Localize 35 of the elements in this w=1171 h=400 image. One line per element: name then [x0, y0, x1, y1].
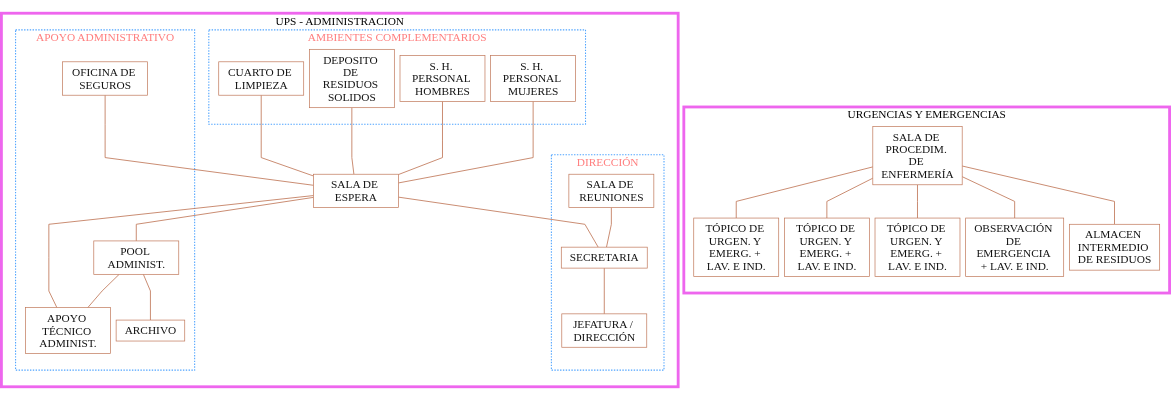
node-box: ARCHIVO: [115, 319, 186, 342]
node-box: OFICINA DE SEGUROS: [62, 61, 148, 96]
connector: [135, 196, 314, 242]
node-box: CUARTO DE LIMPIEZA: [218, 61, 305, 96]
node-box: OBSERVACIÓN DE EMERGENCIA + LAV. E IND.: [965, 217, 1065, 277]
connector: [961, 176, 1016, 219]
node-box: S. H. PERSONAL MUJERES: [490, 55, 576, 102]
connector: [142, 273, 151, 321]
node-box: SALA DE PROCEDIM. DE ENFERMERÍA: [872, 126, 963, 186]
connector: [351, 107, 355, 175]
node-box: ALMACEN INTERMEDIO DE RESIDUOS: [1069, 223, 1161, 271]
connector: [398, 196, 599, 248]
connector: [603, 267, 605, 315]
node-box: S. H. PERSONAL HOMBRES: [399, 55, 486, 102]
node-box: JEFATURA / DIRECCIÓN: [561, 313, 648, 348]
connector: [48, 195, 314, 309]
node-box: SALA DE ESPERA: [313, 173, 399, 208]
connector: [917, 184, 918, 219]
connector: [735, 166, 874, 219]
node-box: TÓPICO DE URGEN. Y EMERG. + LAV. E IND.: [693, 217, 780, 277]
connector: [104, 94, 314, 186]
connector: [260, 94, 314, 177]
node-box: DEPOSITO DE RESIDUOS SOLIDOS: [309, 49, 395, 109]
connector: [398, 101, 534, 184]
node-box: POOL ADMINIST.: [93, 240, 180, 275]
connector: [826, 177, 874, 219]
node-box: TÓPICO DE URGEN. Y EMERG. + LAV. E IND.: [784, 217, 870, 277]
connector: [961, 165, 1115, 225]
node-box: SALA DE REUNIONES: [568, 173, 655, 208]
node-box: SECRETARIA: [560, 246, 648, 269]
connector: [398, 101, 443, 175]
connector: [87, 273, 120, 309]
node-box: APOYO TÉCNICO ADMINIST.: [25, 307, 111, 354]
node-box: TÓPICO DE URGEN. Y EMERG. + LAV. E IND.: [874, 217, 961, 277]
connector: [606, 207, 612, 248]
